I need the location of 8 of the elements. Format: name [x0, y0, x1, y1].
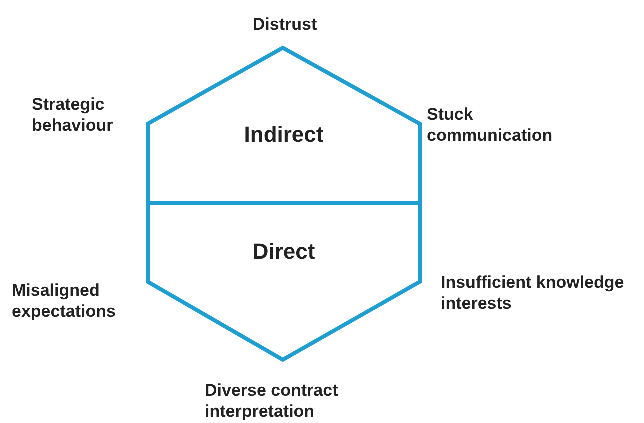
- vertex-label: Misaligned expectations: [12, 280, 117, 322]
- vertex-label: Diverse contract interpretation: [205, 380, 340, 422]
- vertex-label: Insufficient knowledge interests: [441, 272, 626, 314]
- vertex-label: Strategic behaviour: [32, 94, 114, 136]
- section-title: Indirect: [243, 122, 325, 148]
- vertex-label: Stuck communication: [427, 104, 554, 146]
- vertex-label: Distrust: [252, 14, 318, 35]
- section-title: Direct: [252, 239, 316, 265]
